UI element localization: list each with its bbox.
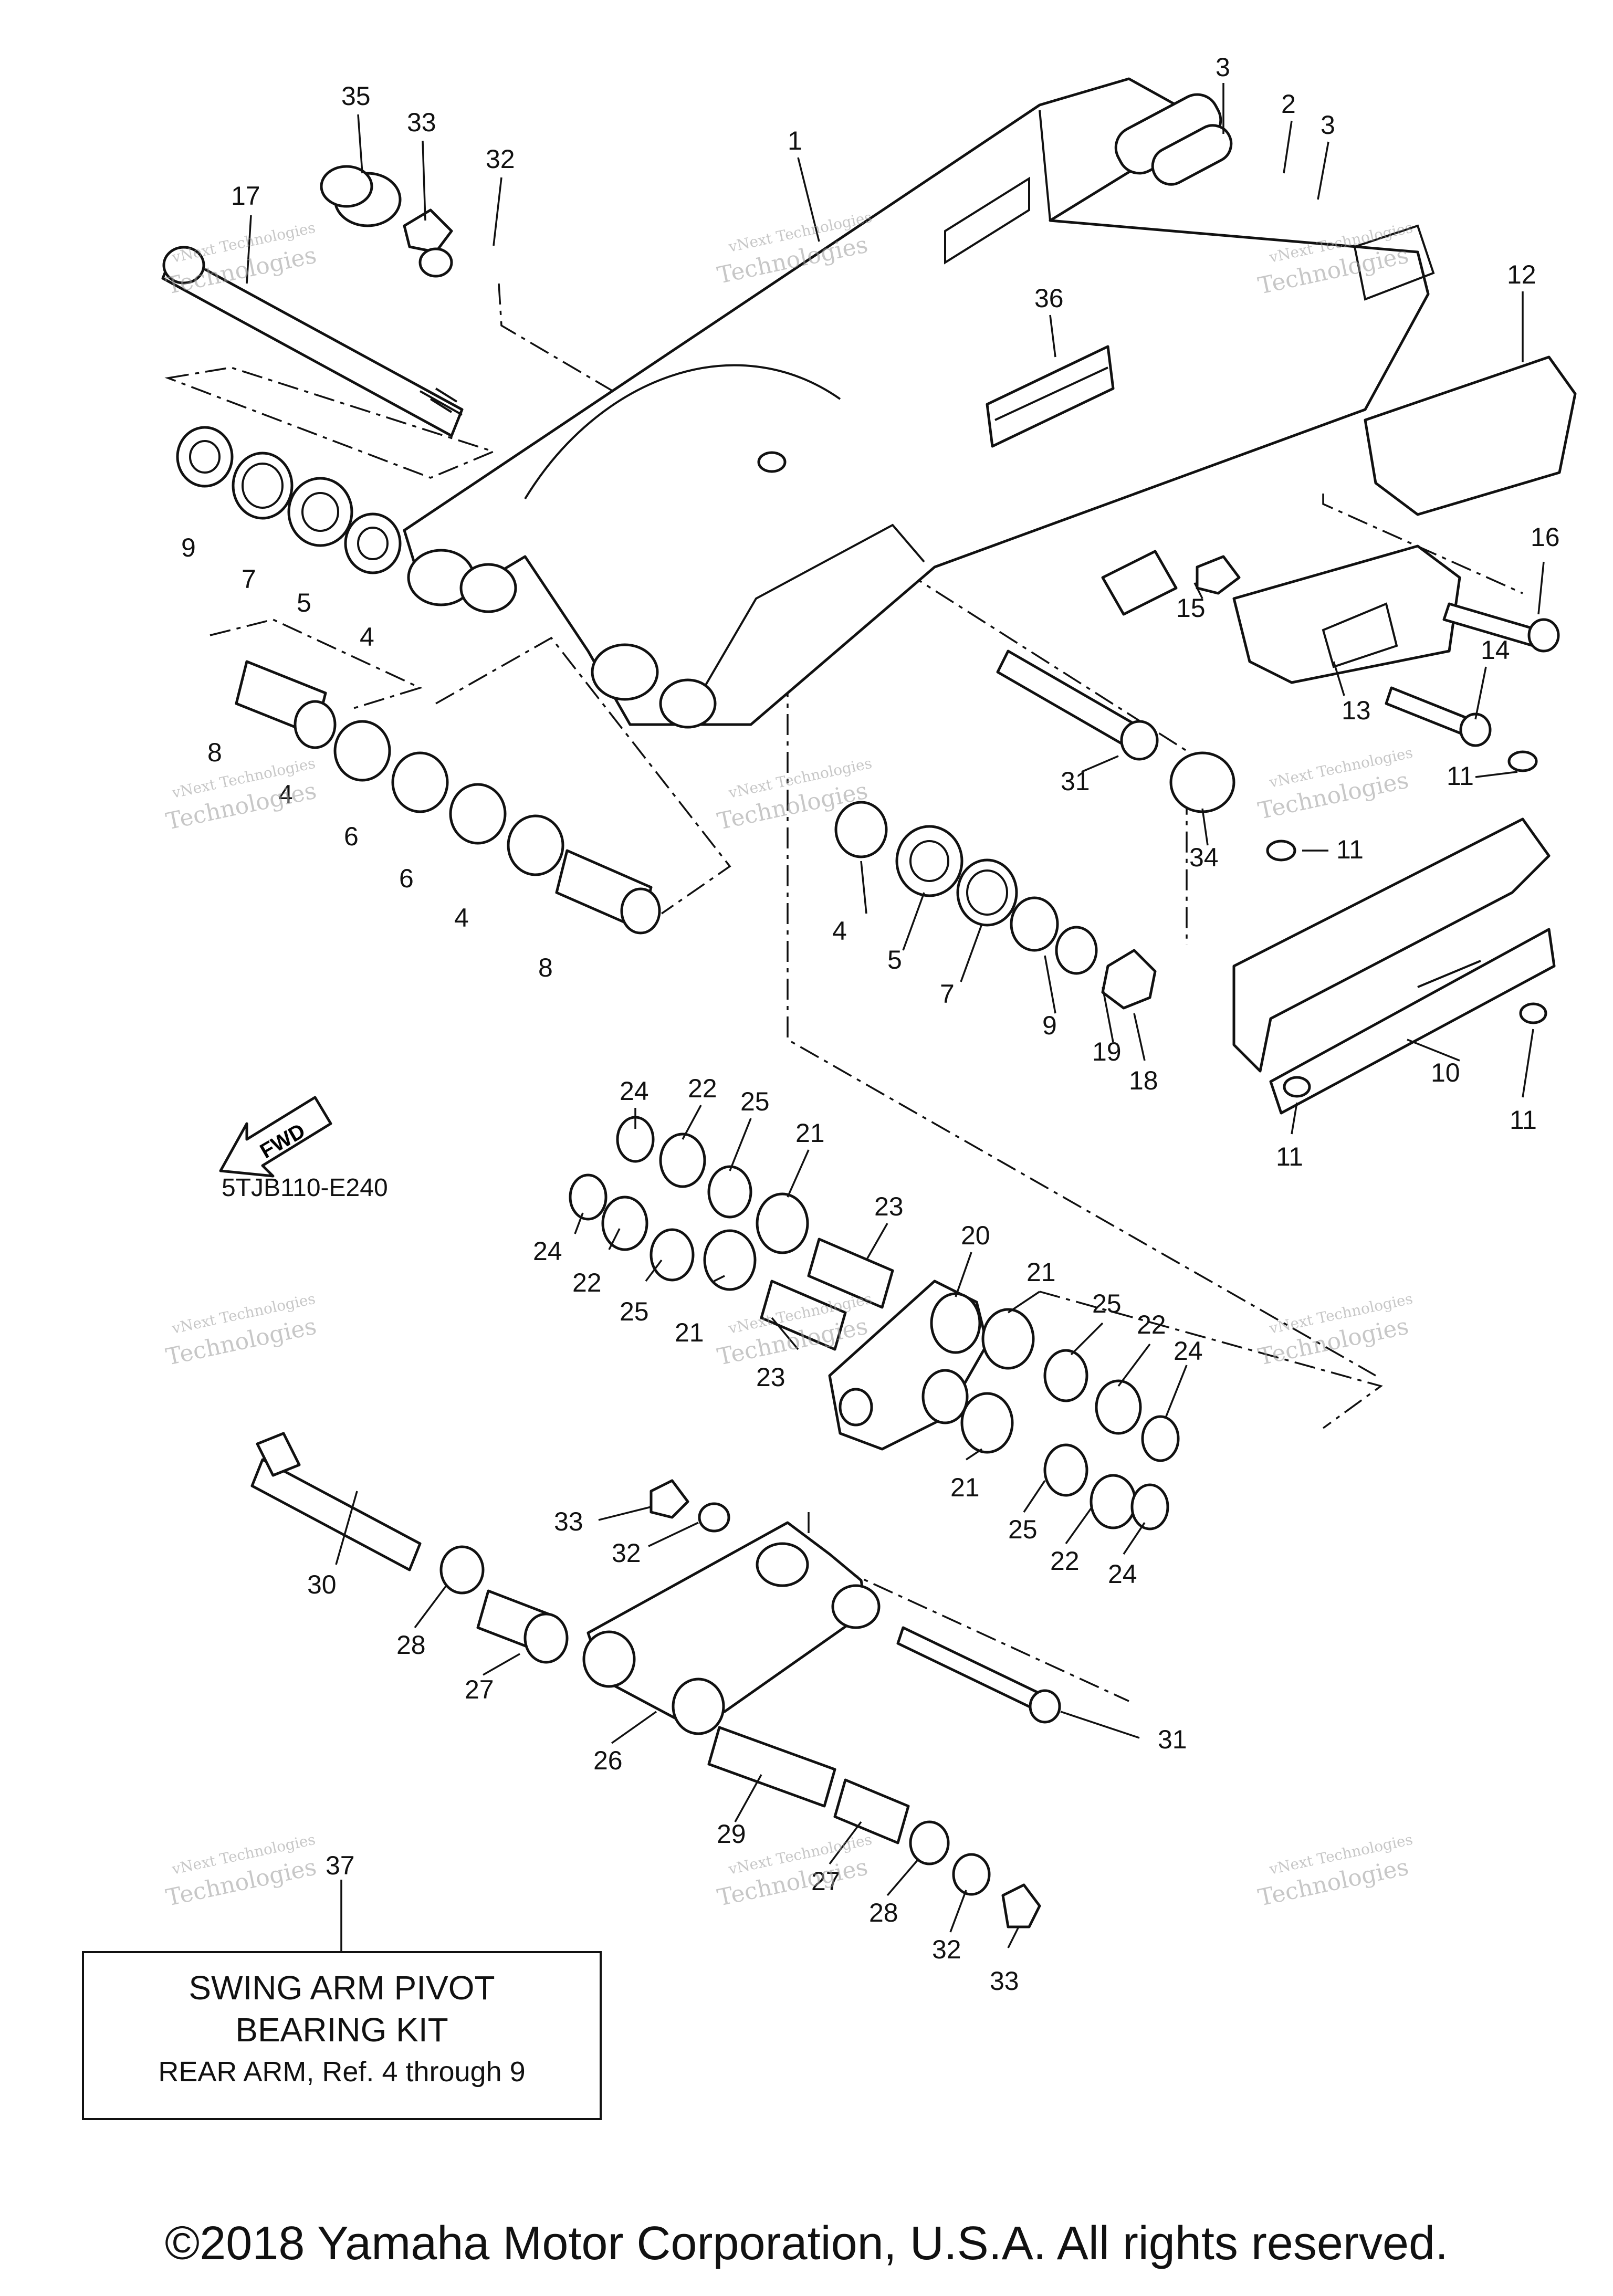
callout-31: 31 — [1061, 767, 1090, 796]
callout-11: 11 — [1510, 1105, 1537, 1135]
callout-6: 6 — [344, 822, 359, 851]
callout-4: 4 — [454, 903, 469, 932]
callout-15: 15 — [1176, 593, 1206, 623]
callout-1: 1 — [788, 126, 802, 155]
callout-5: 5 — [887, 945, 902, 974]
callout-8: 8 — [538, 953, 553, 982]
callout-26: 26 — [593, 1746, 623, 1775]
pivot-bearing-stack-right — [834, 649, 1235, 1010]
callout-14: 14 — [1481, 635, 1510, 665]
callout-numbers: 35 33 32 17 1 3 2 3 36 12 16 15 14 13 9 … — [181, 53, 1560, 1996]
callout-29: 29 — [717, 1819, 746, 1849]
callout-28: 28 — [396, 1630, 426, 1660]
callout-37: 37 — [326, 1851, 355, 1880]
callout-23: 23 — [874, 1192, 904, 1221]
callout-21: 21 — [1027, 1257, 1056, 1287]
copyright-notice: ©2018 Yamaha Motor Corporation, U.S.A. A… — [164, 2217, 1449, 2270]
callout-19: 19 — [1092, 1037, 1122, 1066]
callout-27: 27 — [811, 1867, 841, 1896]
callout-34: 34 — [1189, 843, 1219, 872]
callout-24: 24 — [620, 1076, 649, 1106]
callout-33: 33 — [554, 1507, 583, 1536]
connecting-rod — [250, 1432, 1061, 1928]
kit-title-line1: SWING ARM PIVOT — [188, 1969, 495, 2007]
callout-32: 32 — [612, 1538, 641, 1568]
kit-title-line2: BEARING KIT — [235, 2011, 448, 2049]
callout-22: 22 — [1050, 1546, 1080, 1576]
callout-18: 18 — [1129, 1066, 1158, 1095]
pivot-bearing-stack-top — [176, 426, 402, 574]
pivot-shaft — [161, 246, 464, 437]
callout-32: 32 — [486, 144, 515, 174]
callout-22: 22 — [1137, 1310, 1166, 1339]
callout-21: 21 — [795, 1118, 825, 1148]
callout-25: 25 — [740, 1087, 770, 1116]
callout-9: 9 — [181, 533, 196, 562]
callout-21: 21 — [675, 1318, 704, 1347]
callout-7: 7 — [242, 564, 256, 594]
leader-lines — [246, 83, 1545, 1951]
callout-6: 6 — [399, 864, 414, 893]
pivot-bearing-stack-bottom — [235, 660, 661, 935]
label-sticker — [986, 345, 1115, 448]
chain-guide — [1196, 355, 1577, 747]
callout-22: 22 — [572, 1268, 602, 1297]
callout-30: 30 — [307, 1570, 337, 1599]
pivot-hardware-top — [320, 165, 453, 278]
callout-25: 25 — [620, 1297, 649, 1326]
callout-33: 33 — [990, 1966, 1019, 1996]
callout-23: 23 — [756, 1362, 785, 1392]
callout-24: 24 — [533, 1236, 562, 1266]
relay-arm — [569, 1116, 1180, 1530]
callout-25: 25 — [1008, 1515, 1038, 1544]
kit-reference: REAR ARM, Ref. 4 through 9 — [158, 2056, 526, 2088]
callout-17: 17 — [231, 181, 260, 211]
callout-31: 31 — [1158, 1725, 1187, 1754]
callout-36: 36 — [1034, 284, 1064, 313]
callout-33: 33 — [407, 108, 436, 137]
callout-11: 11 — [1447, 761, 1474, 791]
callout-10: 10 — [1431, 1058, 1460, 1087]
bearing-kit-box: SWING ARM PIVOT BEARING KIT REAR ARM, Re… — [82, 1951, 602, 2120]
callout-2: 2 — [1281, 89, 1296, 119]
callout-4: 4 — [360, 622, 374, 652]
callout-11: 11 — [1336, 835, 1364, 864]
callout-11: 11 — [1276, 1142, 1303, 1171]
callout-32: 32 — [932, 1935, 961, 1964]
callout-12: 12 — [1507, 260, 1536, 289]
forward-direction-arrow: FWD — [219, 1096, 332, 1178]
callout-24: 24 — [1108, 1559, 1137, 1589]
callout-16: 16 — [1531, 522, 1560, 552]
callout-21: 21 — [950, 1473, 980, 1502]
callout-4: 4 — [278, 780, 293, 809]
callout-7: 7 — [940, 979, 955, 1009]
callout-5: 5 — [297, 588, 311, 617]
callout-25: 25 — [1092, 1289, 1122, 1318]
callout-35: 35 — [341, 81, 371, 111]
callout-24: 24 — [1174, 1336, 1203, 1366]
callout-9: 9 — [1042, 1011, 1057, 1040]
callout-22: 22 — [688, 1074, 717, 1103]
callout-27: 27 — [465, 1675, 494, 1704]
callout-28: 28 — [869, 1898, 898, 1927]
callout-3: 3 — [1216, 53, 1230, 82]
callout-4: 4 — [832, 916, 847, 946]
callout-3: 3 — [1321, 110, 1335, 140]
callout-13: 13 — [1342, 696, 1371, 725]
swing-arm — [403, 77, 1435, 729]
callout-8: 8 — [207, 738, 222, 767]
chain-slider — [1232, 750, 1556, 1115]
callout-20: 20 — [961, 1221, 990, 1250]
assembly-guide-lines — [164, 283, 1523, 1702]
diagram-code: 5TJB110-E240 — [222, 1174, 388, 1202]
